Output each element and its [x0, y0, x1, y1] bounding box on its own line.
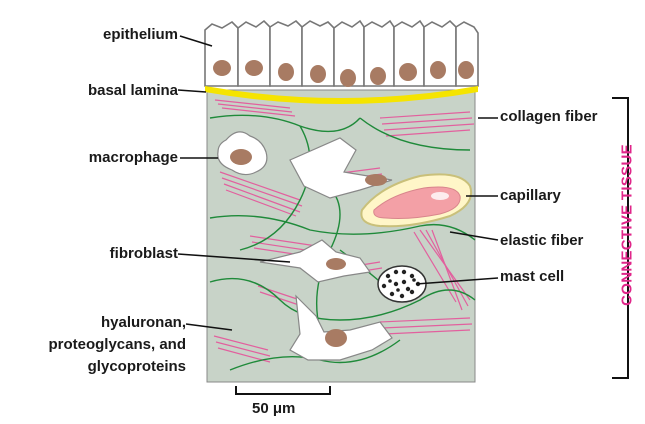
label-fibroblast: fibroblast — [109, 245, 178, 262]
label-matrix-line1: hyaluronan, — [100, 314, 186, 331]
label-matrix-line2: proteoglycans, and — [48, 336, 186, 353]
connective-tissue-bracket — [612, 97, 629, 379]
label-macrophage: macrophage — [88, 149, 178, 166]
scale-bar — [235, 386, 331, 395]
capillary-vessel — [360, 173, 472, 228]
epithelium-nuclei — [213, 60, 474, 87]
label-mast-cell: mast cell — [500, 268, 565, 285]
label-capillary: capillary — [500, 187, 561, 204]
bottom-fibroblast — [289, 294, 393, 361]
label-elastic-fiber: elastic fiber — [500, 232, 584, 249]
macrophage-cell — [217, 131, 268, 176]
fibroblast-cell — [259, 239, 372, 283]
connective-tissue-text: CONNECTIVE TISSUE — [618, 144, 636, 306]
basal-lamina — [205, 86, 478, 104]
label-matrix-line3: glycoproteins — [87, 358, 186, 375]
label-scale-bar: 50 μm — [252, 400, 296, 417]
mast-cell — [377, 265, 427, 303]
collagen-fibers — [213, 99, 475, 363]
label-collagen-fiber: collagen fiber — [500, 108, 598, 125]
label-basal-lamina: basal lamina — [87, 82, 178, 99]
label-connective-tissue: CONNECTIVE TISSUE — [612, 144, 642, 306]
label-epithelium: epithelium — [102, 26, 178, 43]
central-fibroblast — [289, 137, 393, 199]
leader-lines — [177, 35, 499, 331]
